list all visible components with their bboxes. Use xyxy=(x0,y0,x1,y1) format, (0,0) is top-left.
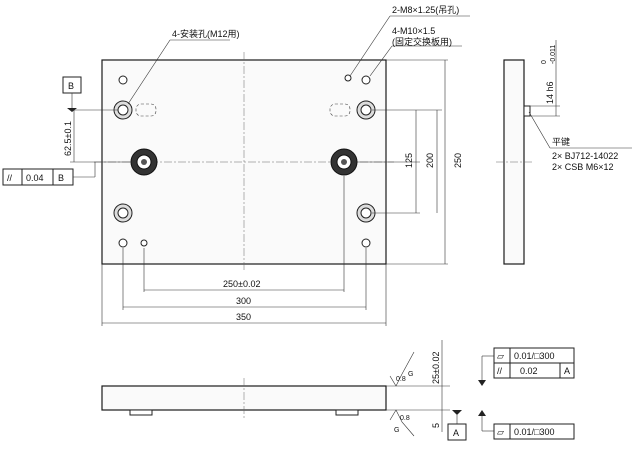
tapped-hole xyxy=(118,75,128,85)
key-slot-hidden xyxy=(329,103,351,117)
surface-finish-top-value: 0.8 xyxy=(396,376,406,383)
datum-a-box xyxy=(447,423,467,441)
locating-bushing xyxy=(330,148,358,176)
surface-finish-bottom-symbol xyxy=(395,409,415,437)
leader-line xyxy=(528,111,551,149)
key-note-title: 平键 xyxy=(552,136,570,147)
svg-text:A: A xyxy=(564,366,570,376)
mounting-hole xyxy=(356,100,376,120)
flatness-tolerance-bottom: ▱ 0.01/□300 xyxy=(493,423,575,440)
dim-key-width: 14 h6 xyxy=(545,81,555,104)
svg-text:0.01/□300: 0.01/□300 xyxy=(514,427,554,437)
mounting-holes-callout: 4-安装孔(M12用) xyxy=(172,28,240,39)
lifting-holes-callout: 2-M8×1.25(吊孔) xyxy=(392,5,459,15)
fixing-holes-callout-line2: (固定交换板用) xyxy=(392,36,452,47)
svg-text://: // xyxy=(497,366,503,376)
dim-key-tol-upper: 0 xyxy=(541,60,548,64)
tapped-hole xyxy=(344,74,352,82)
svg-text:0.01/□300: 0.01/□300 xyxy=(514,351,554,361)
dim-height-250: 250 xyxy=(453,153,463,168)
plan-view: 4-安装孔(M12用) 2-M8×1.25(吊孔) 4-M10×1.5 (固定交… xyxy=(2,5,470,326)
locating-bushing xyxy=(130,148,158,176)
flatness-tolerance-top: ▱ 0.01/□300 xyxy=(493,347,575,364)
foot-left xyxy=(129,409,153,416)
surface-finish-bottom-process: G xyxy=(394,427,399,434)
mounting-hole xyxy=(113,100,133,120)
mounting-hole xyxy=(113,203,133,223)
foot-right xyxy=(335,409,359,416)
parallel-tolerance-frame: // 0.04 B xyxy=(2,168,74,186)
leader-line xyxy=(349,15,391,77)
dim-width-350: 350 xyxy=(236,312,251,322)
dim-key-tol-lower: -0.011 xyxy=(550,45,557,64)
key-note-line2: 2× CSB M6×12 xyxy=(552,162,614,172)
surface-finish-top-leg xyxy=(389,375,397,387)
dim-foot-5: 5 xyxy=(431,423,441,428)
front-view: 0.8 G 0.8 G 25±0.02 5 ▱ 0.01/□300 // xyxy=(101,340,575,441)
arrow-head xyxy=(478,410,486,416)
datum-a-triangle xyxy=(452,410,462,415)
key-note-line1: 2× BJ712-14022 xyxy=(552,151,618,161)
tapped-hole xyxy=(140,239,148,247)
svg-text:B: B xyxy=(58,173,64,183)
datum-a-label: A xyxy=(453,428,459,438)
svg-text:0.02: 0.02 xyxy=(520,366,538,376)
svg-text:0.04: 0.04 xyxy=(26,173,44,183)
tapped-hole xyxy=(118,238,128,248)
surface-finish-top-symbol xyxy=(395,351,415,387)
dim-height-125: 125 xyxy=(404,153,414,168)
leader-line xyxy=(369,45,393,77)
dim-thickness-25: 25±0.02 xyxy=(431,352,441,384)
key-slot-hidden xyxy=(135,103,157,117)
dim-pitch-250: 250±0.02 xyxy=(223,279,260,289)
dim-offset-b: 62.5±0.1 xyxy=(63,121,73,156)
arrow-head xyxy=(478,380,486,386)
svg-text:▱: ▱ xyxy=(497,427,504,437)
dim-width-300: 300 xyxy=(236,296,251,306)
leader-line xyxy=(127,39,171,105)
dim-height-200: 200 xyxy=(425,153,435,168)
svg-text://: // xyxy=(7,173,13,183)
surface-finish-bottom-leg xyxy=(389,409,397,421)
fixing-holes-callout-line1: 4-M10×1.5 xyxy=(392,26,435,36)
surface-finish-bottom-value: 0.8 xyxy=(400,415,410,422)
parallel-tolerance-a: // 0.02 A xyxy=(493,362,575,379)
key-profile xyxy=(523,105,531,117)
side-view: 14 h6 0 -0.011 平键 2× BJ712-14022 2× CSB … xyxy=(496,40,632,265)
surface-finish-top-process: G xyxy=(408,371,413,378)
tapped-hole xyxy=(361,238,371,248)
svg-text:▱: ▱ xyxy=(497,351,504,361)
tapped-hole xyxy=(361,75,371,85)
datum-b-label: B xyxy=(68,81,74,91)
